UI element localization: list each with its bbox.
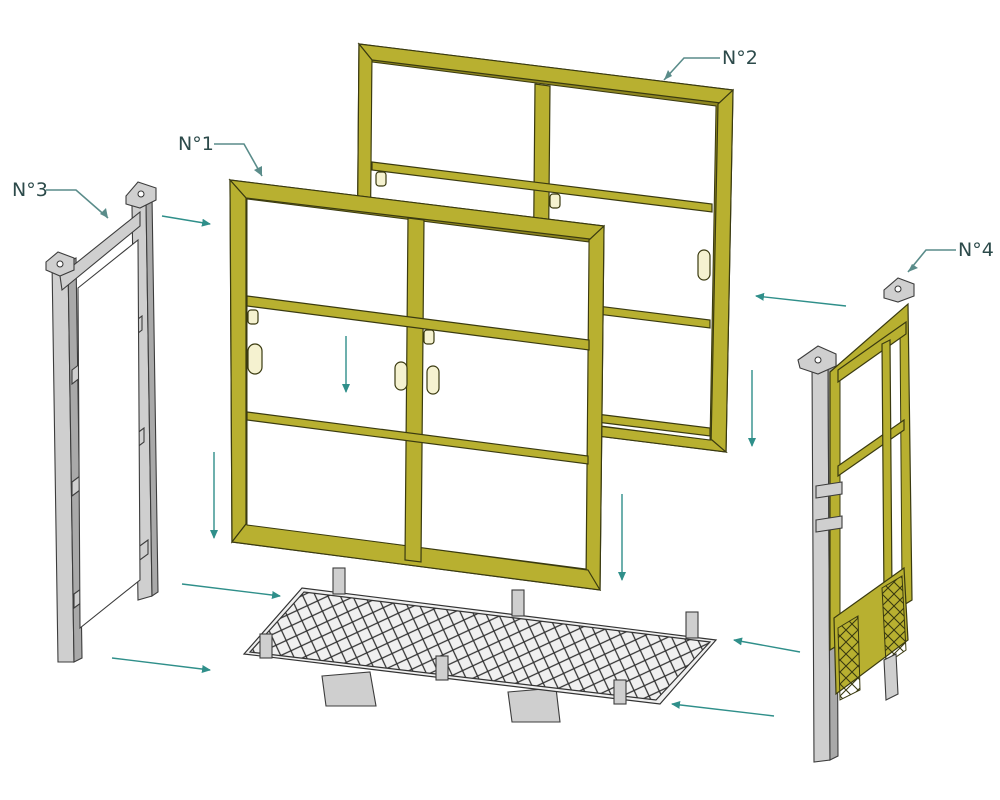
- arrow-n4-in: [755, 292, 847, 307]
- label-n2: N°2: [722, 47, 758, 69]
- callout-n3: N°3: [12, 179, 109, 219]
- callout-n4: N°4: [907, 239, 994, 273]
- floor-platform: [242, 567, 718, 723]
- arrow-floor-left-a: [181, 583, 281, 599]
- assembly-arrows: [111, 215, 847, 717]
- label-n4: N°4: [958, 239, 994, 261]
- label-n3: N°3: [12, 179, 48, 201]
- callout-n1: N°1: [178, 133, 263, 177]
- arrow-floor-right-a: [733, 637, 801, 653]
- panel-n4: [797, 277, 915, 763]
- callout-n2: N°2: [663, 47, 758, 81]
- label-n1: N°1: [178, 133, 214, 155]
- arrow-n3-in: [161, 215, 211, 227]
- arrow-floor-left-b: [111, 657, 211, 673]
- panel-n1: [228, 178, 605, 592]
- panel-n3: [45, 181, 159, 663]
- arrow-floor-right-b: [671, 700, 775, 717]
